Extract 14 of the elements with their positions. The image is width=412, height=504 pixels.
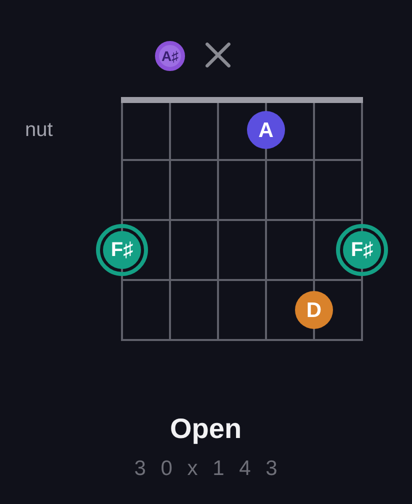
open-string-marker xyxy=(155,41,185,71)
note-label: A xyxy=(258,120,274,140)
note-label: A♯ xyxy=(161,49,179,63)
cross-icon xyxy=(205,42,231,68)
note-label: F♯ xyxy=(110,240,134,260)
ringed-note-dot xyxy=(96,224,148,276)
note-label: D xyxy=(306,300,322,320)
note-dot xyxy=(295,291,333,329)
nut-label: nut xyxy=(25,120,53,140)
ringed-note-dot xyxy=(336,224,388,276)
fingering-label: 3 0 x 1 4 3 xyxy=(134,458,282,479)
chord-name: Open xyxy=(170,415,242,443)
note-dot xyxy=(247,111,285,149)
note-label: F♯ xyxy=(350,240,374,260)
